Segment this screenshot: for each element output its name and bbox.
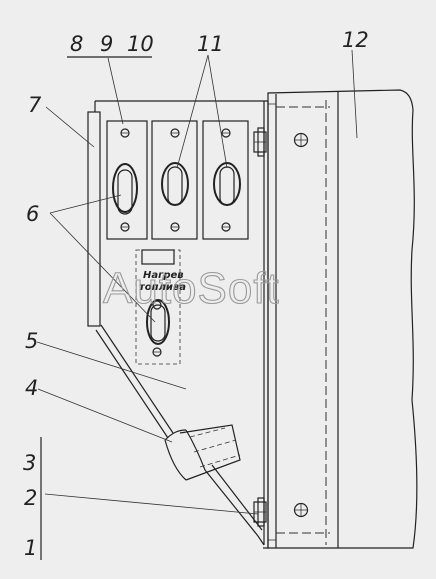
callout-3: 3 — [23, 451, 36, 475]
callout-9: 9 — [100, 32, 113, 56]
switch-panel-left — [106, 120, 148, 240]
callout-2: 2 — [24, 486, 37, 510]
callout-10: 10 — [127, 32, 154, 56]
leader-lines — [36, 49, 358, 515]
side-bar — [87, 111, 101, 327]
callout-8: 8 — [70, 32, 83, 56]
fuel-heating-switch: Нагрев топлива — [135, 249, 186, 365]
housing-block — [267, 89, 418, 549]
fuel-heating-plate-line1: Нагрев — [143, 270, 184, 281]
upper-bolt — [253, 127, 267, 157]
grommet-sleeve — [164, 424, 241, 481]
callout-4: 4 — [25, 376, 38, 400]
fuel-heating-plate-line2: топлива — [139, 282, 186, 293]
lower-bolt — [253, 497, 267, 527]
callout-1: 1 — [24, 536, 37, 560]
callout-5: 5 — [25, 329, 38, 353]
callout-7: 7 — [28, 93, 42, 117]
switch-panel-right — [202, 120, 249, 240]
callout-11: 11 — [197, 32, 224, 56]
watermark: AutoSoft — [103, 264, 280, 313]
switch-panel-middle — [151, 120, 198, 240]
mounting-bracket — [94, 100, 269, 549]
callout-12: 12 — [342, 28, 369, 52]
callout-6: 6 — [26, 202, 39, 226]
